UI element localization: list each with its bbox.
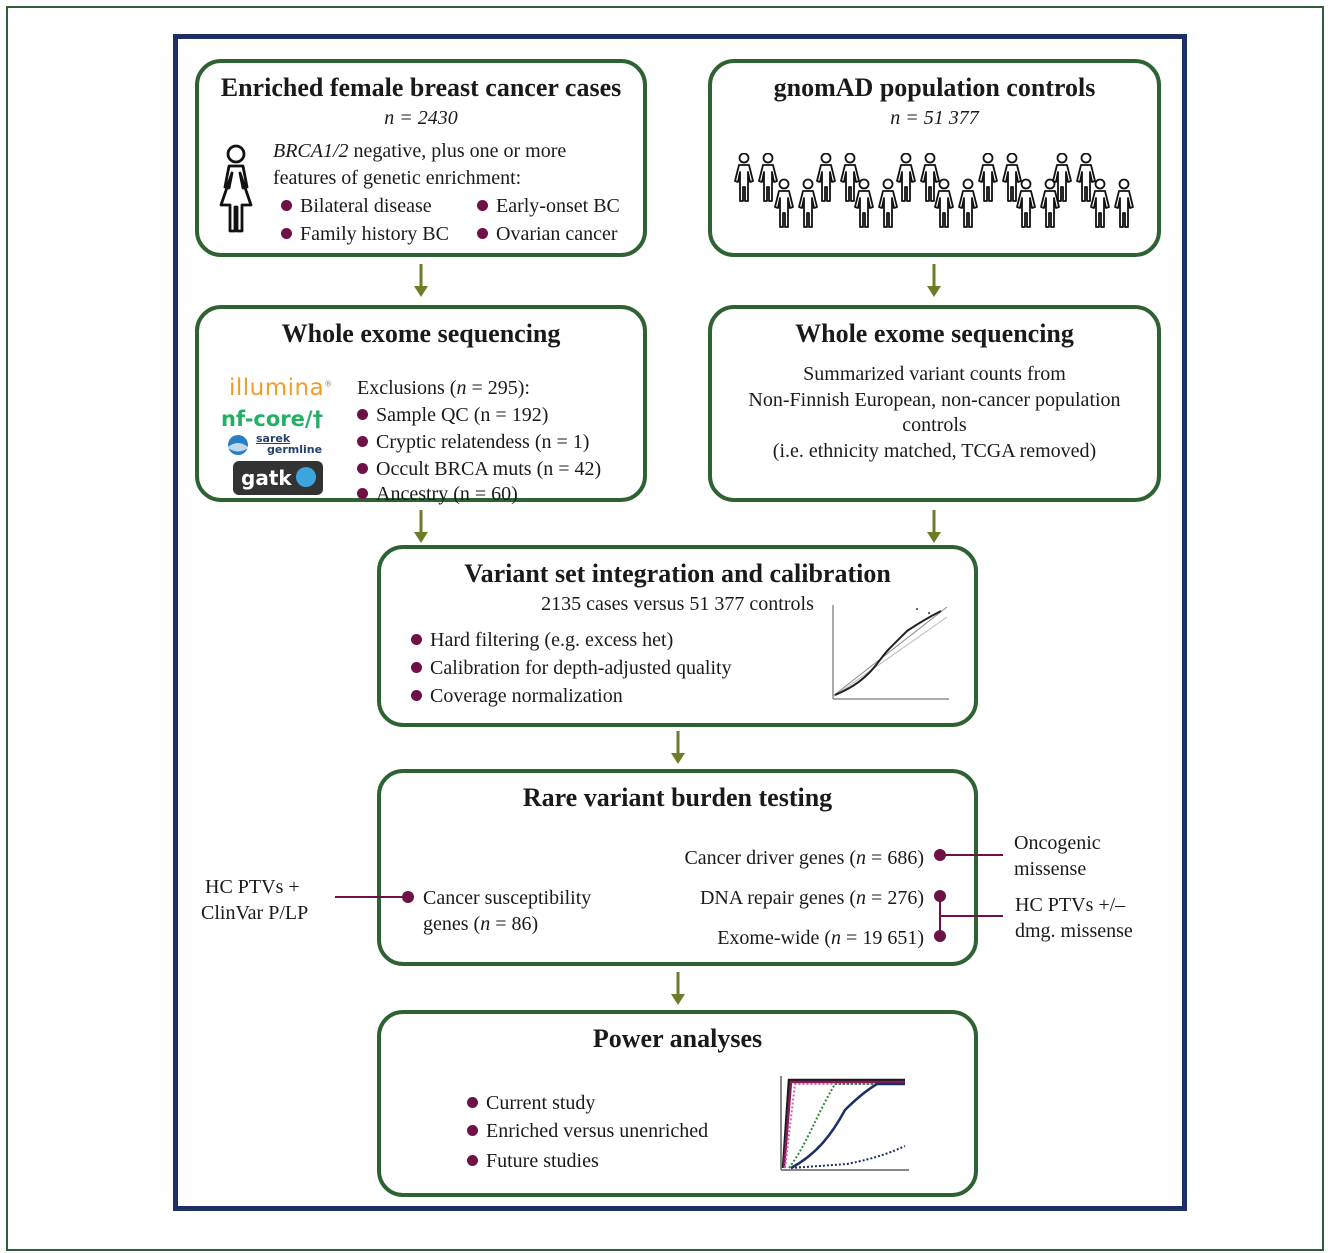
wes-controls-line: (i.e. ethnicity matched, TCGA removed): [772, 440, 1097, 462]
cases-box: Enriched female breast cancer cases n = …: [195, 59, 647, 257]
power-title: Power analyses: [592, 1024, 763, 1053]
arrow-down: [414, 510, 428, 543]
feature-item: Early-onset BC: [477, 195, 620, 218]
integration-item: Hard filtering (e.g. excess het): [411, 629, 673, 652]
feature-item: Bilateral disease: [281, 195, 432, 218]
connector-dot: [402, 891, 414, 903]
power-item: Enriched versus unenriched: [467, 1120, 708, 1143]
controls-box: gnomAD population controls n = 51 377: [708, 59, 1161, 257]
oncogenic-label: Oncogenic: [1014, 832, 1101, 854]
burden-title: Rare variant burden testing: [522, 783, 833, 812]
arrow-down: [671, 972, 685, 1005]
controls-title: gnomAD population controls: [773, 73, 1096, 102]
ptv-label: dmg. missense: [1015, 920, 1133, 942]
flowchart-frame: [173, 34, 1187, 1211]
wes-controls-title: Whole exome sequencing: [795, 319, 1074, 348]
exclusions-header: Exclusions (n = 295):: [357, 377, 530, 399]
exclusion-item: Sample QC (n = 192): [357, 404, 548, 427]
power-box: Power analyses Current study Enriched ve…: [377, 1010, 978, 1197]
arrow-down: [927, 264, 941, 297]
cases-desc-line2: features of genetic enrichment:: [273, 167, 522, 189]
connector-line: [335, 896, 408, 898]
left-variant-label: HC PTVs +: [205, 876, 300, 898]
connector-line: [940, 915, 1003, 917]
connector-line: [940, 854, 1003, 856]
power-curve-thumbnail: [777, 1074, 911, 1174]
power-item: Current study: [467, 1092, 595, 1115]
integration-item: Calibration for depth-adjusted quality: [411, 657, 732, 680]
feature-item: Ovarian cancer: [477, 223, 618, 246]
wes-controls-line: controls: [902, 414, 967, 436]
integration-subtitle: 2135 cases versus 51 377 controls: [541, 593, 814, 615]
cases-n: n = 2430: [384, 107, 458, 129]
outer-border: [6, 6, 1324, 1251]
burden-box: Rare variant burden testing Cancer susce…: [377, 769, 978, 966]
ptv-label: HC PTVs +/–: [1015, 894, 1126, 916]
susceptibility-genes: genes (n = 86): [423, 913, 539, 935]
sarek-logo: sarek germline: [227, 432, 331, 457]
driver-genes: Cancer driver genes (n = 686): [684, 847, 924, 869]
wes-controls-line: Non-Finnish European, non-cancer populat…: [748, 389, 1121, 411]
wes-cases-box: Whole exome sequencing illumina® nf-core…: [195, 305, 647, 505]
connector-dot: [934, 930, 946, 942]
qq-plot-thumbnail: [829, 603, 951, 703]
wes-controls-box: Whole exome sequencing Summarized varian…: [708, 305, 1161, 502]
woman-icon: [215, 143, 257, 235]
cases-title: Enriched female breast cancer cases: [220, 73, 622, 102]
arrow-down: [671, 731, 685, 764]
left-variant-label: ClinVar P/LP: [201, 902, 309, 924]
susceptibility-genes: Cancer susceptibility: [423, 887, 592, 909]
arrow-down: [927, 510, 941, 543]
exclusion-item: Ancestry (n = 60): [357, 483, 518, 506]
gatk-logo: gatk: [233, 461, 323, 495]
exome-wide: Exome-wide (n = 19 651): [717, 927, 924, 949]
arrow-down: [414, 264, 428, 297]
exclusion-item: Cryptic relatendess (n = 1): [357, 431, 589, 454]
integration-box: Variant set integration and calibration …: [377, 545, 978, 727]
feature-item: Family history BC: [281, 223, 449, 246]
exclusion-item: Occult BRCA muts (n = 42): [357, 458, 601, 481]
cases-desc-line1: BRCA1/2 negative, plus one or more: [273, 140, 567, 162]
integration-item: Coverage normalization: [411, 685, 623, 708]
wes-cases-title: Whole exome sequencing: [281, 319, 561, 348]
population-icon: [734, 153, 1144, 245]
oncogenic-label: missense: [1014, 858, 1087, 880]
illumina-logo: illumina®: [229, 375, 333, 401]
power-item: Future studies: [467, 1150, 599, 1173]
wes-controls-line: Summarized variant counts from: [803, 363, 1066, 385]
nf-core-logo: nf-core/†: [221, 407, 324, 431]
integration-title: Variant set integration and calibration: [464, 559, 891, 588]
controls-n: n = 51 377: [890, 107, 979, 129]
repair-genes: DNA repair genes (n = 276): [699, 887, 924, 909]
